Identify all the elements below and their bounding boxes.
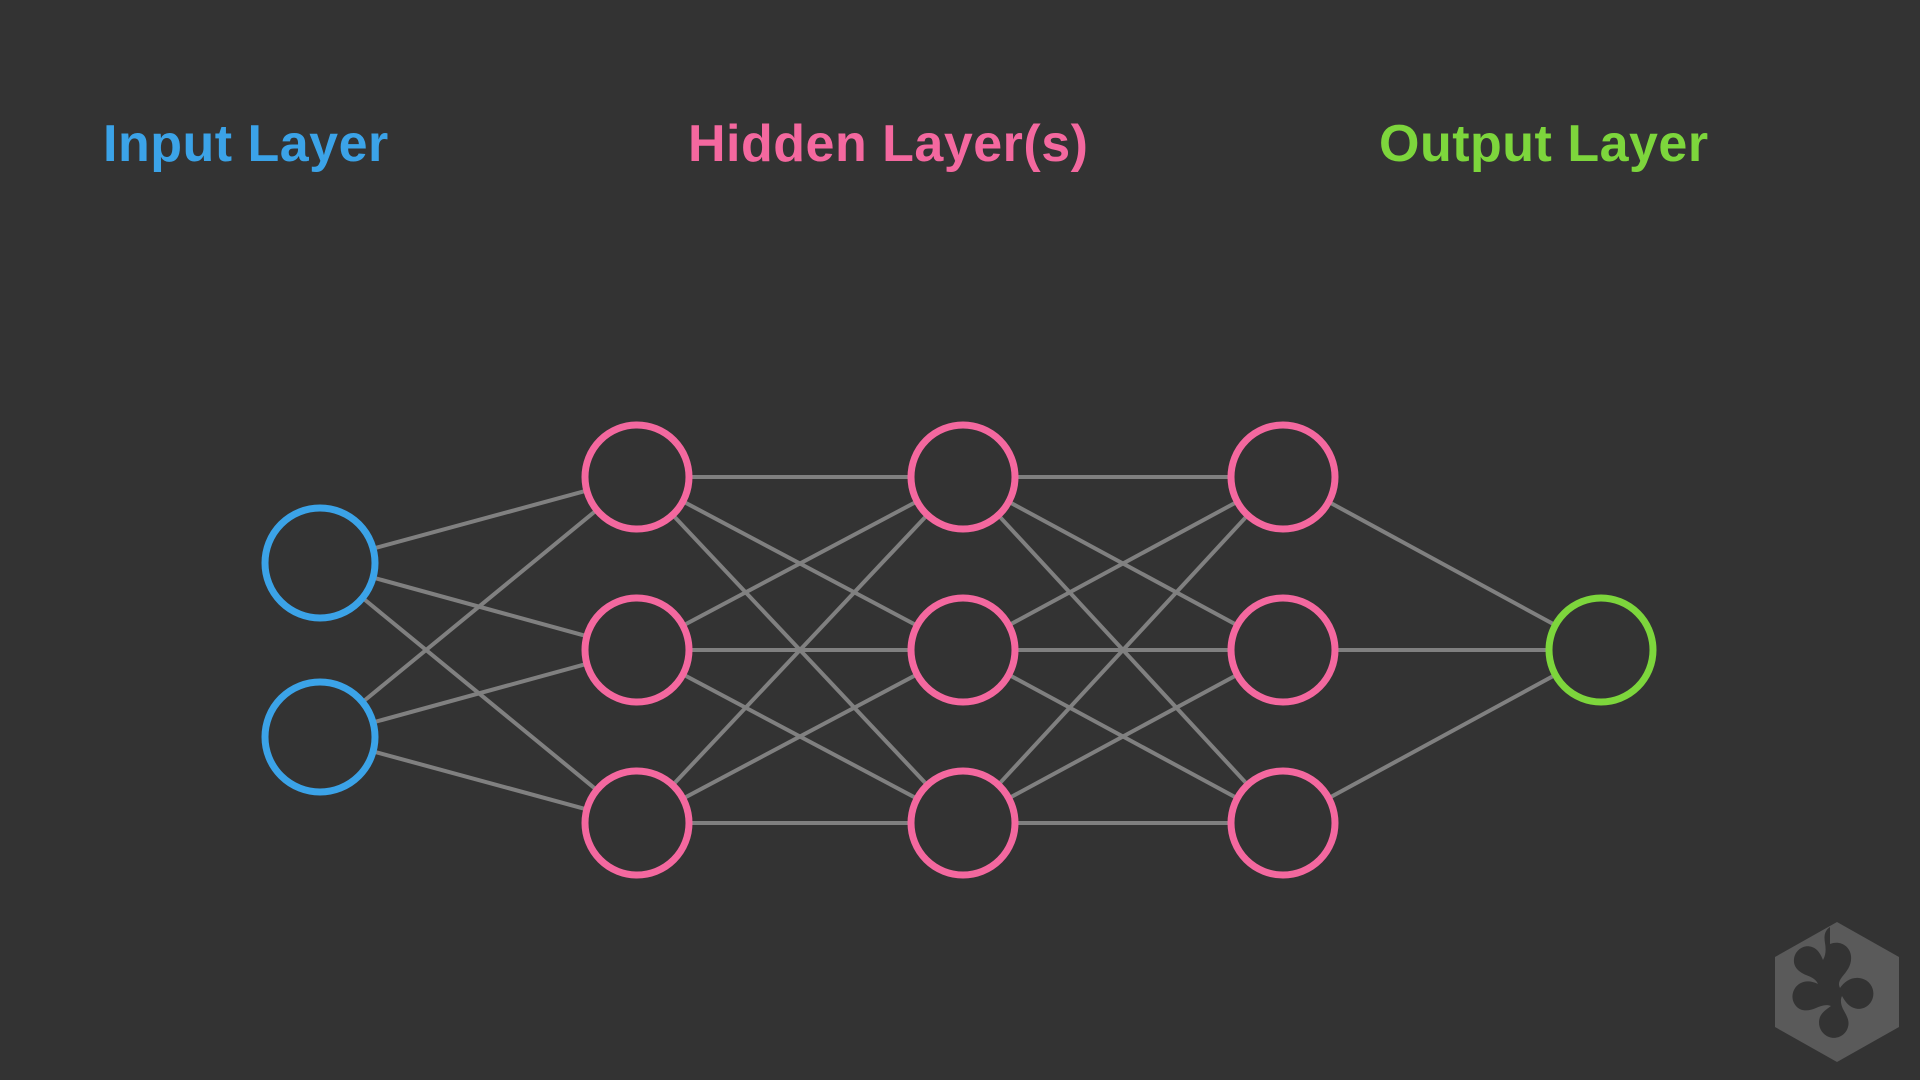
connection-edge	[361, 508, 599, 704]
connection-edge	[1327, 500, 1557, 627]
neuron-node-h2_1[interactable]	[907, 421, 1019, 533]
connection-edge	[372, 749, 588, 812]
neuron-node-h3_2[interactable]	[1227, 594, 1339, 706]
output-layer-label: Output Layer	[1379, 115, 1709, 173]
neuron-node-h1_2[interactable]	[581, 594, 693, 706]
connection-edge	[996, 513, 1250, 787]
connection-edge	[372, 488, 588, 551]
connection-edge	[681, 499, 919, 628]
watermark-splatter	[1792, 927, 1874, 1038]
connection-edge	[1007, 499, 1239, 628]
connection-edge	[1007, 672, 1239, 801]
neuron-node-o1[interactable]	[1545, 594, 1657, 706]
connection-edge	[671, 513, 929, 787]
neuron-node-h1_1[interactable]	[581, 421, 693, 533]
connection-edge	[372, 661, 588, 725]
hidden-layer-label: Hidden Layer(s)	[688, 115, 1089, 173]
neuron-node-h3_3[interactable]	[1227, 767, 1339, 879]
connection-edge	[1327, 673, 1557, 800]
input-layer-label: Input Layer	[103, 115, 389, 173]
hexagon-splatter-logo-icon	[1775, 922, 1899, 1062]
neuron-nodes	[261, 421, 1657, 879]
neuron-node-h1_3[interactable]	[581, 767, 693, 879]
connection-edges	[361, 475, 1557, 825]
neuron-node-h2_3[interactable]	[907, 767, 1019, 879]
neuron-node-h2_2[interactable]	[907, 594, 1019, 706]
neuron-node-i1[interactable]	[261, 504, 379, 622]
neuron-node-h3_1[interactable]	[1227, 421, 1339, 533]
neuron-node-i2[interactable]	[261, 678, 379, 796]
connection-edge	[681, 672, 919, 801]
